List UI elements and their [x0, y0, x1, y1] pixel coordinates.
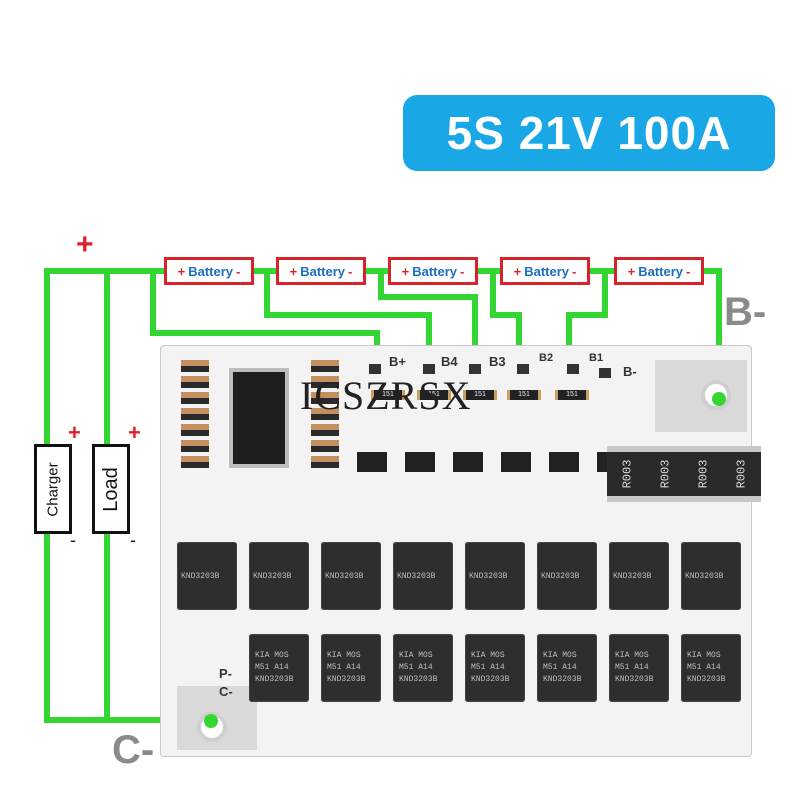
b-minus-connection-dot	[712, 392, 726, 406]
solder-pad	[423, 364, 435, 374]
charger-plus-sign: +	[68, 420, 81, 445]
solder-pad	[599, 368, 611, 378]
b-minus-label: B-	[724, 290, 767, 334]
battery-3: +Battery-	[388, 257, 478, 285]
pin-b4: B4	[441, 354, 458, 369]
solder-pad	[517, 364, 529, 374]
charger-label: Charger	[44, 461, 62, 517]
pin-b1: B1	[589, 352, 604, 364]
load-plus-sign: +	[128, 420, 141, 445]
title-badge: 5S 21V 100A	[403, 95, 775, 171]
battery-4: +Battery-	[500, 257, 590, 285]
mosfet: KND3203B	[537, 542, 597, 610]
charger-minus-sign: -	[70, 530, 76, 550]
main-plus-sign: +	[76, 228, 94, 261]
solder-pad	[369, 364, 381, 374]
load-box: Load	[92, 444, 130, 534]
sense-resistor: R003	[645, 446, 685, 502]
pin-b3: B3	[489, 354, 506, 369]
mosfet: KND3203B	[609, 542, 669, 610]
battery-2: +Battery-	[276, 257, 366, 285]
c-minus-label: C-	[112, 728, 155, 772]
load-label: Load	[99, 466, 122, 512]
capacitor-column	[311, 360, 339, 470]
pin-b2: B2	[539, 352, 554, 364]
battery-1: +Battery-	[164, 257, 254, 285]
battery-5: +Battery-	[614, 257, 704, 285]
smd-resistor: 151	[371, 390, 405, 400]
c-minus-connection-dot	[204, 714, 218, 728]
pin-c-minus: C-	[219, 684, 233, 699]
mosfet: KND3203B	[249, 542, 309, 610]
smd-resistor: 151	[555, 390, 589, 400]
load-minus-sign: -	[130, 530, 136, 550]
pcb-board: B+ B4 B3 B2 B1 B- P- C- 151 151 151 151 …	[160, 345, 761, 757]
solder-pad	[469, 364, 481, 374]
smd-resistor: 151	[507, 390, 541, 400]
sense-resistor: R003	[721, 446, 761, 502]
protection-ic	[229, 368, 289, 468]
transistor-row	[357, 452, 637, 472]
capacitor-column	[181, 360, 209, 470]
pin-b-plus: B+	[389, 354, 406, 369]
watermark: ICSZRSX	[300, 373, 472, 418]
pin-p-minus: P-	[219, 666, 232, 681]
solder-pad	[567, 364, 579, 374]
mosfet: KND3203B	[681, 542, 741, 610]
sense-resistor: R003	[607, 446, 647, 502]
sense-resistor: R003	[683, 446, 723, 502]
pin-b-minus: B-	[623, 364, 637, 379]
mosfet: KND3203B	[321, 542, 381, 610]
mosfet: KND3203B	[177, 542, 237, 610]
mosfet: KND3203B	[393, 542, 453, 610]
mosfet: KND3203B	[465, 542, 525, 610]
charger-box: Charger	[34, 444, 72, 534]
smd-resistor: 151	[417, 390, 451, 400]
smd-resistor: 151	[463, 390, 497, 400]
